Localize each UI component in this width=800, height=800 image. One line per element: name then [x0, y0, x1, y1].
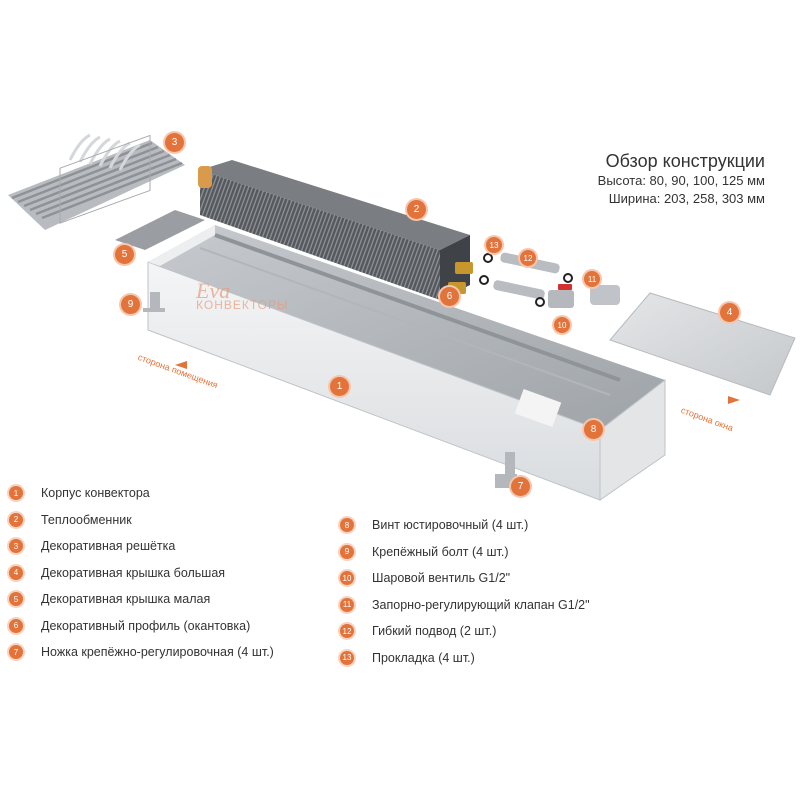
heat-exchanger [198, 160, 470, 300]
watermark-logo: Eva [196, 278, 231, 303]
callout-9: 9 [121, 295, 140, 314]
legend-number: 4 [9, 565, 23, 580]
legend-item: 4 Декоративная крышка большая [9, 560, 274, 587]
callout-5: 5 [115, 245, 134, 264]
legend-label: Крепёжный болт (4 шт.) [372, 544, 509, 559]
legend-label: Декоративная крышка большая [41, 565, 226, 580]
parts-legend-left: 1 Корпус конвектора 2 Теплообменник 3 Де… [9, 480, 274, 666]
room-side-arrow [175, 361, 187, 369]
legend-item: 9 Крепёжный болт (4 шт.) [340, 539, 590, 566]
watermark-text: КОНВЕКТОРЫ [196, 298, 289, 312]
height-options: Высота: 80, 90, 100, 125 мм [597, 173, 765, 188]
small-decorative-cover [115, 210, 205, 250]
legend-item: 12 Гибкий подвод (2 шт.) [340, 618, 590, 645]
legend-number: 2 [9, 512, 23, 527]
legend-number: 9 [340, 544, 354, 559]
callout-8: 8 [584, 420, 603, 439]
callout-4: 4 [720, 303, 739, 322]
decorative-grille [8, 133, 185, 230]
legend-label: Декоративная решётка [41, 539, 176, 554]
window-side-arrow [728, 396, 740, 404]
legend-item: 5 Декоративная крышка малая [9, 586, 274, 613]
legend-number: 5 [9, 592, 23, 607]
side-arrows [175, 361, 740, 404]
legend-number: 10 [340, 571, 354, 586]
callout-11: 11 [584, 271, 600, 287]
legend-number: 3 [9, 539, 23, 554]
legend-item: 11 Запорно-регулирующий клапан G1/2" [340, 592, 590, 619]
large-decorative-cover [609, 292, 796, 396]
legend-label: Запорно-регулирующий клапан G1/2" [372, 597, 590, 612]
legend-label: Прокладка (4 шт.) [372, 650, 475, 665]
mounting-bolt [143, 292, 165, 312]
legend-number: 6 [9, 618, 23, 633]
brand-watermark: Eva КОНВЕКТОРЫ [196, 278, 289, 312]
legend-item: 8 Винт юстировочный (4 шт.) [340, 512, 590, 539]
legend-label: Гибкий подвод (2 шт.) [372, 624, 497, 639]
legend-label: Теплообменник [41, 512, 132, 527]
callout-3: 3 [165, 133, 184, 152]
legend-item: 10 Шаровой вентиль G1/2" [340, 565, 590, 592]
callout-7: 7 [511, 477, 530, 496]
width-options: Ширина: 203, 258, 303 мм [608, 191, 765, 206]
legend-label: Декоративный профиль (окантовка) [41, 618, 251, 633]
legend-label: Корпус конвектора [41, 486, 150, 501]
legend-number: 13 [340, 650, 354, 665]
legend-number: 12 [340, 624, 354, 639]
callout-2: 2 [407, 200, 426, 219]
callout-10: 10 [554, 317, 570, 333]
legend-number: 1 [9, 486, 23, 501]
legend-label: Декоративная крышка малая [41, 592, 211, 607]
legend-number: 8 [340, 518, 354, 533]
callout-6: 6 [440, 287, 459, 306]
construction-overview-title: Обзор конструкции Высота: 80, 90, 100, 1… [598, 150, 765, 208]
legend-number: 11 [340, 597, 354, 612]
legend-item: 7 Ножка крепёжно-регулировочная (4 шт.) [9, 639, 274, 666]
legend-item: 6 Декоративный профиль (окантовка) [9, 613, 274, 640]
callout-13: 13 [486, 237, 502, 253]
callout-1: 1 [330, 377, 349, 396]
callout-12: 12 [520, 250, 536, 266]
legend-item: 3 Декоративная решётка [9, 533, 274, 560]
legend-label: Ножка крепёжно-регулировочная (4 шт.) [41, 645, 274, 660]
page-title: Обзор конструкции [605, 151, 765, 171]
convector-housing [147, 225, 666, 501]
legend-item: 1 Корпус конвектора [9, 480, 274, 507]
legend-item: 13 Прокладка (4 шт.) [340, 645, 590, 672]
parts-legend-right: 8 Винт юстировочный (4 шт.) 9 Крепёжный … [340, 512, 590, 671]
legend-number: 7 [9, 645, 23, 660]
legend-item: 2 Теплообменник [9, 507, 274, 534]
legend-label: Шаровой вентиль G1/2" [372, 571, 511, 586]
legend-label: Винт юстировочный (4 шт.) [372, 518, 529, 533]
